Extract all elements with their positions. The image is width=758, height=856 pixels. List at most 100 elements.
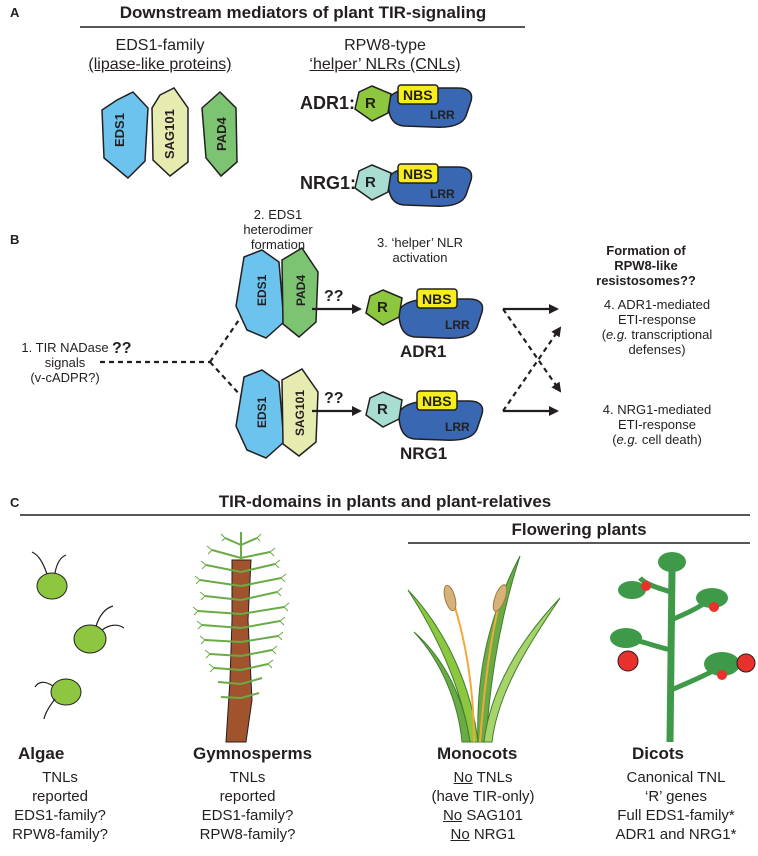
flowering-plants-label: Flowering plants	[511, 520, 647, 539]
dimer2-eds1-label: EDS1	[255, 396, 269, 428]
step2-line1: 2. EDS1	[253, 207, 303, 222]
monocots-l4-no: No	[450, 826, 470, 843]
step4a-line3: (e.g. transcriptional	[601, 327, 713, 342]
dicots-l3: Full EDS1-family*	[617, 807, 735, 824]
monocots-l1-no: No	[453, 769, 473, 786]
adr1-r-label: R	[365, 95, 376, 112]
nrg1-b-nbs-label: NBS	[422, 393, 452, 409]
monocots-l1-rest: TNLs	[472, 769, 513, 786]
step4a-text: 4. ADR1-mediated ETI-response (e.g. tran…	[562, 297, 752, 357]
unknown-nrg1: ??	[324, 390, 344, 407]
resistosome-line2: RPW8-like	[614, 258, 678, 273]
dicots-name: Dicots	[632, 744, 684, 763]
adr1-domain-structure	[354, 84, 473, 128]
dimer1-pad4-label: PAD4	[294, 274, 308, 306]
nrg1-lrr-label: LRR	[430, 187, 455, 201]
step4a-line3-italic: e.g.	[606, 327, 628, 342]
dimer1-eds1-label: EDS1	[255, 274, 269, 306]
eds1-family-heading-line1: EDS1-family	[115, 37, 205, 54]
gymnosperms-desc: TNLs reported EDS1-family? RPW8-family?	[185, 768, 310, 844]
nrg1-label: NRG1:	[300, 173, 357, 193]
nrg1-protein-b	[365, 390, 484, 441]
dicots-l2: ‘R’ genes	[645, 788, 707, 805]
step4a-line2: ETI-response	[617, 312, 697, 327]
step3-line2: activation	[392, 250, 448, 265]
panel-letter-b: B	[10, 232, 20, 247]
nrg1-nbs-label: NBS	[403, 166, 433, 182]
step4b-line1: 4. NRG1-mediated	[602, 402, 712, 417]
step1-line2: signals	[44, 355, 86, 370]
eds1-sag101-dimer	[235, 368, 319, 459]
algae-l3: EDS1-family?	[14, 807, 106, 824]
rpw8-heading-line1: RPW8-type	[344, 37, 426, 54]
gymnosperms-l2: reported	[219, 788, 276, 805]
nrg1-b-lrr-label: LRR	[445, 420, 470, 434]
panel-letter-a: A	[10, 5, 20, 20]
adr1-b-name: ADR1	[400, 342, 447, 361]
dicots-l4: ADR1 and NRG1*	[615, 826, 737, 843]
gymnosperm-illustration	[192, 532, 290, 743]
adr1-nbs-label: NBS	[403, 87, 433, 103]
adr1-lrr-label: LRR	[430, 108, 455, 122]
pad4-label: PAD4	[214, 117, 229, 151]
monocots-desc: No TNLs (have TIR-only) No SAG101 No NRG…	[418, 768, 548, 844]
monocots-l3-rest: SAG101	[462, 807, 524, 824]
dashed-adr1-to-nrg1-response	[502, 308, 562, 393]
gymnosperms-l3: EDS1-family?	[201, 807, 294, 824]
monocots-l4: No NRG1	[418, 825, 548, 844]
algae-l1: TNLs	[42, 769, 78, 786]
eds1-pad4-dimer	[235, 246, 319, 339]
monocots-l4-rest: NRG1	[469, 826, 516, 843]
unknown-adr1: ??	[324, 288, 344, 305]
step2-line2: heterodimer	[243, 222, 313, 237]
step4b-line3-rest: cell death)	[638, 432, 702, 447]
nrg1-r-label: R	[365, 174, 376, 191]
eds1-family-heading-line2: (lipase-like proteins)	[88, 56, 232, 73]
nrg1-domain-structure	[354, 163, 473, 207]
resistosome-line1: Formation of	[606, 243, 686, 258]
algae-l2: reported	[32, 788, 88, 805]
adr1-b-r-label: R	[377, 299, 388, 316]
step4b-line3: (e.g. cell death)	[612, 432, 702, 447]
eds1-family-heading: EDS1-family (lipase-like proteins)	[80, 36, 240, 74]
dicots-desc: Canonical TNL ‘R’ genes Full EDS1-family…	[596, 768, 756, 844]
gymnosperms-l4: RPW8-family?	[199, 826, 296, 843]
step3-text: 3. ‘helper’ NLR activation	[365, 235, 475, 265]
monocots-l3-no: No	[442, 807, 463, 824]
step4b-text: 4. NRG1-mediated ETI-response (e.g. cell…	[562, 402, 752, 447]
step4a-line3-rest: transcriptional	[627, 327, 713, 342]
step2-text: 2. EDS1 heterodimer formation	[228, 207, 328, 252]
sag101-label: SAG101	[162, 109, 177, 159]
dicots-l1: Canonical TNL	[626, 769, 726, 786]
nrg1-b-name: NRG1	[400, 444, 448, 463]
step3-line1: 3. ‘helper’ NLR	[377, 235, 463, 250]
dimer2-sag101-label: SAG101	[293, 389, 307, 436]
rpw8-heading: RPW8-type ‘helper’ NLRs (CNLs)	[300, 36, 470, 74]
monocots-l2: (have TIR-only)	[431, 788, 535, 805]
monocots-l1: No TNLs	[418, 768, 548, 787]
unknown-tir: ??	[112, 340, 132, 357]
dicot-illustration	[610, 552, 756, 743]
pad4-shape	[201, 90, 238, 178]
monocots-name: Monocots	[437, 744, 518, 763]
panel-a-title: Downstream mediators of plant TIR-signal…	[119, 3, 487, 22]
step1-line1: 1. TIR NADase	[21, 340, 109, 355]
adr1-label: ADR1:	[300, 93, 356, 113]
resistosome-text: Formation of RPW8-like resistosomes??	[586, 243, 706, 288]
resistosome-line3: resistosomes??	[596, 273, 696, 288]
dashed-nrg1-to-adr1-response	[502, 326, 562, 412]
algae-illustration	[31, 551, 125, 720]
step4b-line3-italic: e.g.	[616, 432, 639, 447]
arrow-to-sag101-dimer	[209, 361, 254, 410]
step4a-line4: defenses)	[628, 342, 686, 357]
gymnosperms-l1: TNLs	[229, 769, 266, 786]
panel-c-title: TIR-domains in plants and plant-relative…	[218, 492, 552, 511]
algae-l4: RPW8-family?	[12, 826, 108, 843]
nrg1-b-r-label: R	[377, 401, 388, 418]
arrow-to-pad4-dimer	[209, 299, 254, 363]
step1-text: 1. TIR NADase signals (v-cADPR?)	[15, 340, 115, 385]
step2-line3: formation	[250, 237, 306, 252]
step4a-line1: 4. ADR1-mediated	[603, 297, 711, 312]
monocot-illustration	[407, 555, 561, 743]
